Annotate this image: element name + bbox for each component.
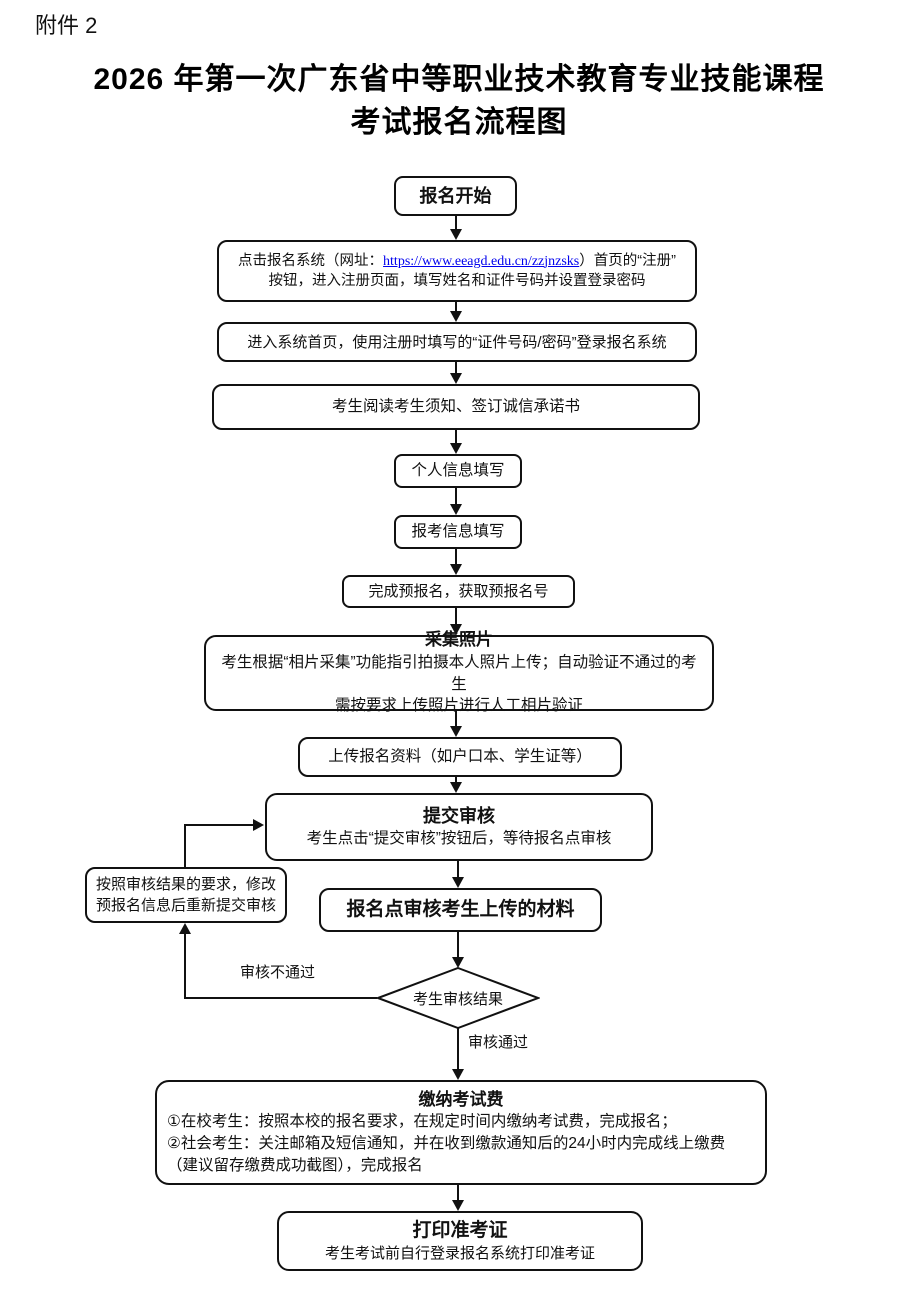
attachment-label: 附件 2: [35, 13, 98, 38]
exam-info-step: 报考信息填写: [394, 515, 522, 549]
connector-register-login: [455, 302, 457, 312]
arrow-personal-exam-icon: [450, 504, 462, 515]
register-step-line2: 按钮，进入注册页面，填写姓名和证件号码并设置登录密码: [268, 273, 646, 290]
connector-decision-fail-horizontal: [184, 997, 377, 999]
personal-info-label: 个人信息填写: [411, 462, 505, 480]
connector-notice-personal: [455, 430, 457, 444]
register-step-text-pre: 点击报名系统（网址：: [238, 252, 384, 269]
connector-payfee-print: [457, 1185, 459, 1201]
pay-fee-line1: ①在校考生：按照本校的报名要求，在规定时间内缴纳考试费，完成报名；: [167, 1113, 677, 1131]
start-node: 报名开始: [394, 176, 517, 216]
connector-modify-horizontal: [184, 824, 254, 826]
connector-sitereview-decision: [457, 932, 459, 957]
arrow-exam-prereg-icon: [450, 564, 462, 575]
print-ticket-title: 打印准考证: [412, 1219, 508, 1241]
arrow-start-register-icon: [450, 229, 462, 240]
pre-registration-step: 完成预报名，获取预报名号: [342, 575, 575, 608]
register-step: 点击报名系统（网址：https://www.eeagd.edu.cn/zzjnz…: [217, 240, 697, 302]
arrow-upload-submit-icon: [450, 782, 462, 793]
start-node-label: 报名开始: [419, 185, 492, 206]
connector-upload-submit: [455, 777, 457, 783]
personal-info-step: 个人信息填写: [394, 454, 522, 488]
page-title-line1: 2026 年第一次广东省中等职业技术教育专业技能课程: [93, 63, 825, 96]
arrow-decision-payfee-icon: [452, 1069, 464, 1080]
arrow-payfee-print-icon: [452, 1200, 464, 1211]
registration-system-link[interactable]: https://www.eeagd.edu.cn/zzjnzsks: [383, 253, 580, 269]
arrow-login-notice-icon: [450, 373, 462, 384]
arrow-sitereview-decision-icon: [452, 957, 464, 968]
site-review-label: 报名点审核考生上传的材料: [346, 899, 575, 921]
photo-step-title: 采集照片: [425, 630, 493, 649]
connector-fail-up: [184, 934, 186, 998]
pre-registration-label: 完成预报名，获取预报名号: [368, 583, 549, 600]
print-ticket-step: 打印准考证 考生考试前自行登录报名系统打印准考证: [277, 1211, 643, 1271]
photo-step-body-line1: 考生根据“相片采集”功能指引拍摄本人照片上传；自动验证不通过的考生: [221, 653, 697, 693]
connector-submit-sitereview: [457, 861, 459, 878]
page-title-line2: 考试报名流程图: [350, 106, 568, 139]
submit-review-title: 提交审核: [423, 806, 495, 826]
arrow-prereg-photo-icon: [450, 624, 462, 635]
photo-step: 采集照片 考生根据“相片采集”功能指引拍摄本人照片上传；自动验证不通过的考生 需…: [204, 630, 714, 714]
site-review-step: 报名点审核考生上传的材料: [319, 888, 602, 932]
pay-fee-step: 缴纳考试费 ①在校考生：按照本校的报名要求，在规定时间内缴纳考试费，完成报名； …: [155, 1080, 767, 1185]
upload-materials-label: 上传报名资料（如户口本、学生证等）: [328, 748, 592, 766]
label-review-pass: 审核通过: [466, 1031, 531, 1052]
login-step-label: 进入系统首页，使用注册时填写的“证件号码/密码”登录报名系统: [247, 333, 667, 351]
connector-modify-up: [184, 825, 186, 867]
photo-step-body-line2: 需按要求上传照片进行人工相片验证: [334, 697, 583, 715]
page-title: 2026 年第一次广东省中等职业技术教育专业技能课程 考试报名流程图: [0, 58, 918, 144]
connector-exam-prereg: [455, 549, 457, 565]
arrow-submit-sitereview-icon: [452, 877, 464, 888]
connector-photo-upload: [455, 711, 457, 727]
notice-step-label: 考生阅读考生须知、签订诚信承诺书: [331, 398, 580, 416]
arrow-into-submit-review-icon: [253, 819, 264, 831]
connector-login-notice: [455, 362, 457, 374]
connector-prereg-photo: [455, 608, 457, 625]
arrow-register-login-icon: [450, 311, 462, 322]
label-review-fail: 审核不通过: [238, 961, 318, 982]
submit-review-body: 考生点击“提交审核”按钮后，等待报名点审核: [306, 830, 612, 848]
print-ticket-body: 考生考试前自行登录报名系统打印准考证: [324, 1245, 595, 1263]
modify-resubmit-step: 按照审核结果的要求，修改预报名信息后重新提交审核: [85, 867, 287, 923]
arrow-notice-personal-icon: [450, 443, 462, 454]
submit-review-step: 提交审核 考生点击“提交审核”按钮后，等待报名点审核: [265, 793, 653, 861]
connector-personal-exam: [455, 488, 457, 505]
pay-fee-line3: （建议留存缴费成功截图），完成报名: [167, 1156, 423, 1174]
modify-resubmit-label: 按照审核结果的要求，修改预报名信息后重新提交审核: [95, 876, 276, 914]
arrow-photo-upload-icon: [450, 726, 462, 737]
connector-start-register: [455, 214, 457, 230]
pay-fee-line2: ②社会考生：关注邮箱及短信通知，并在收到缴款通知后的24小时内完成线上缴费: [167, 1135, 726, 1153]
notice-step: 考生阅读考生须知、签订诚信承诺书: [212, 384, 700, 430]
register-step-text-post: ）首页的“注册”: [579, 252, 676, 269]
login-step: 进入系统首页，使用注册时填写的“证件号码/密码”登录报名系统: [217, 322, 697, 362]
upload-materials-step: 上传报名资料（如户口本、学生证等）: [298, 737, 622, 777]
arrow-into-modify-icon: [179, 923, 191, 934]
connector-decision-payfee: [457, 1028, 459, 1070]
exam-info-label: 报考信息填写: [411, 523, 505, 541]
decision-diamond-label: 考生审核结果: [412, 990, 503, 1008]
pay-fee-title: 缴纳考试费: [418, 1089, 504, 1109]
register-step-line1: 点击报名系统（网址：https://www.eeagd.edu.cn/zzjnz…: [238, 251, 676, 272]
